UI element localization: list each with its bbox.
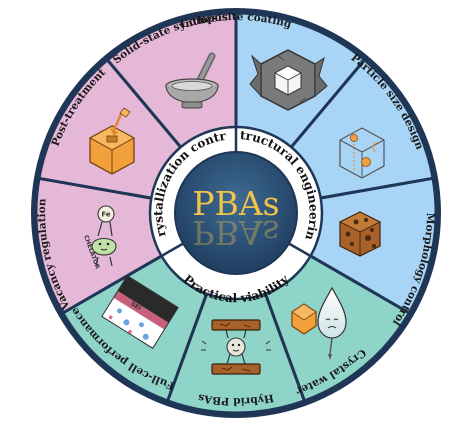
ring-divider: [288, 242, 312, 258]
center-circle: [174, 151, 298, 275]
post-treatment-icon: [88, 107, 136, 175]
label-hybrid-pbas: Hybrid PBAs: [197, 391, 275, 407]
center-title-reflection: PBAs: [192, 213, 279, 252]
hybrid-pbas-icon: [201, 319, 271, 375]
morphology-sponge-icon: [338, 211, 382, 257]
sei-label: SEI: [129, 301, 142, 313]
fe-label: Fe: [101, 211, 110, 219]
crystal-water-icon: [291, 286, 347, 360]
particle-cube-icon: [339, 127, 385, 179]
full-cell-icon: SEI: [101, 275, 179, 349]
mortar-pestle-icon: [165, 52, 219, 109]
center-title: PBAs: [192, 184, 279, 223]
composite-cube-icon: [249, 49, 328, 111]
ring-divider: [160, 242, 184, 258]
